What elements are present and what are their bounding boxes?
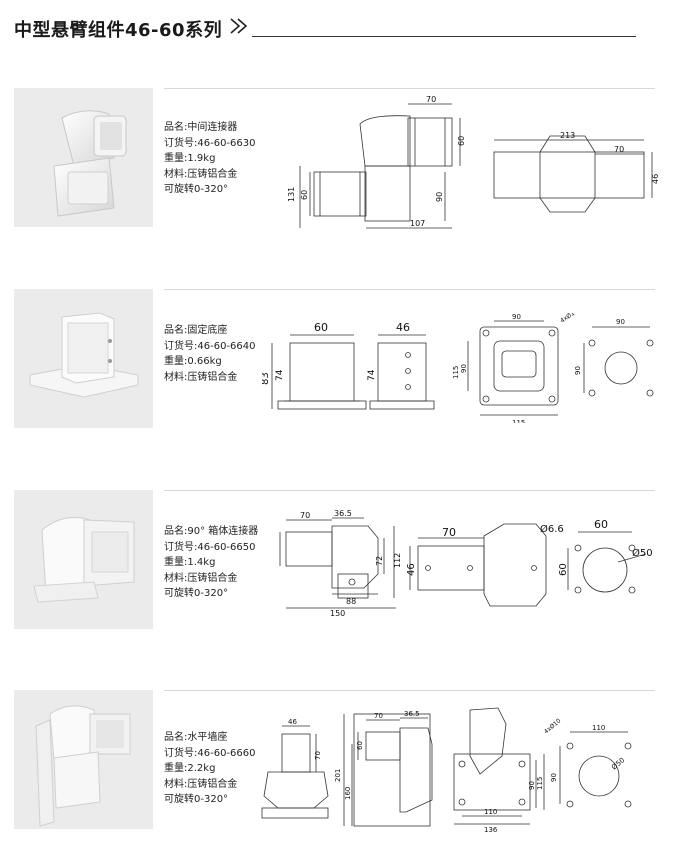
- product-weight: 重量:1.9kg: [164, 153, 216, 164]
- dim-label: 60: [278, 546, 280, 556]
- product-material: 材料:压铸铝合金: [164, 371, 238, 383]
- title-underline: [252, 36, 636, 37]
- dim-label: 70: [314, 751, 322, 760]
- product-section-box-connector: 品名:90° 箱体连接器 订货号:46-60-6650 重量:1.4kg 材料:…: [0, 490, 677, 635]
- product-order-no: 订货号:46-60-6660: [164, 747, 256, 759]
- dim-label: 36.5: [334, 510, 352, 518]
- dim-label: 60: [457, 136, 466, 146]
- dim-label: 60: [558, 563, 569, 576]
- product-specs: 品名:90° 箱体连接器 订货号:46-60-6650 重量:1.4kg 材料:…: [164, 524, 258, 602]
- page-title: 中型悬臂组件46-60系列: [14, 20, 223, 41]
- technical-drawing: 70 60 131 60 90 107 213 70 46: [287, 95, 660, 229]
- dim-label: 83: [262, 372, 271, 385]
- dim-label: 70: [614, 145, 624, 154]
- dim-label: Ø50: [632, 547, 653, 559]
- product-photo: [14, 289, 153, 428]
- dim-label: 115: [452, 366, 460, 379]
- product-weight: 重量:2.2kg: [164, 763, 216, 774]
- section-divider: [164, 289, 655, 290]
- dim-label: 60: [300, 190, 309, 200]
- dim-label: 72: [375, 556, 384, 566]
- dim-label: 90: [574, 366, 582, 375]
- dim-label: 90: [512, 313, 521, 321]
- product-specs: 品名:水平墙座 订货号:46-60-6660 重量:2.2kg 材料:压铸铝合金…: [164, 730, 255, 808]
- dim-label: 110: [484, 808, 497, 816]
- dim-label: 46: [288, 718, 297, 726]
- product-section-wall-mount: 品名:水平墙座 订货号:46-60-6660 重量:2.2kg 材料:压铸铝合金…: [0, 690, 677, 835]
- technical-drawing: 60 83 74 46 74 90 115 90 115 4xØ10.5 90 …: [262, 313, 654, 423]
- dim-label: 88: [346, 597, 356, 606]
- dim-label: 46: [396, 321, 410, 334]
- dim-label: 107: [410, 219, 425, 228]
- product-photo: [14, 690, 153, 829]
- product-material: 材料:压铸铝合金: [164, 572, 238, 584]
- product-photo: [14, 88, 153, 227]
- dim-label: 136: [484, 826, 498, 834]
- dim-label: 4xØ10.5: [559, 313, 584, 325]
- dim-label: 201: [334, 769, 342, 782]
- dim-label: 115: [512, 419, 525, 423]
- dim-label: 160: [344, 787, 352, 800]
- product-specs: 品名:固定底座 订货号:46-60-6640 重量:0.66kg 材料:压铸铝合…: [164, 323, 255, 385]
- product-order-no: 订货号:46-60-6650: [164, 541, 256, 553]
- dim-label: 115: [536, 777, 544, 790]
- section-divider: [164, 88, 655, 89]
- product-name: 品名:水平墙座: [164, 732, 228, 743]
- product-section-base: 品名:固定底座 订货号:46-60-6640 重量:0.66kg 材料:压铸铝合…: [0, 289, 677, 434]
- product-name: 品名:中间连接器: [164, 122, 238, 133]
- product-section-connector: 品名:中间连接器 订货号:46-60-6630 重量:1.9kg 材料:压铸铝合…: [0, 88, 677, 243]
- dim-label: Ø6.6: [540, 523, 564, 535]
- product-order-no: 订货号:46-60-6640: [164, 340, 256, 352]
- product-rotation: 可旋转0-320°: [164, 184, 229, 195]
- double-chevron-icon: [230, 18, 248, 34]
- product-weight: 重量:1.4kg: [164, 557, 216, 568]
- dim-label: 70: [442, 526, 456, 539]
- dim-label: 46: [651, 174, 660, 184]
- dim-label: 70: [300, 511, 310, 520]
- product-specs: 品名:中间连接器 订货号:46-60-6630 重量:1.9kg 材料:压铸铝合…: [164, 120, 255, 198]
- section-divider: [164, 690, 655, 691]
- dim-label: 46: [406, 563, 417, 576]
- product-order-no: 订货号:46-60-6630: [164, 137, 256, 149]
- technical-drawing: 70 36.5 60 72 112 88 150 70 46 Ø6.6 60 6…: [278, 510, 653, 618]
- dim-label: 70: [426, 95, 436, 104]
- dim-label: 90: [460, 364, 468, 373]
- product-material: 材料:压铸铝合金: [164, 168, 238, 180]
- dim-label: 74: [275, 369, 285, 381]
- dim-label: 4xØ10: [543, 717, 563, 735]
- dim-label: 213: [560, 131, 575, 140]
- product-material: 材料:压铸铝合金: [164, 778, 238, 790]
- product-rotation: 可旋转0-320°: [164, 794, 229, 805]
- product-photo: [14, 490, 153, 629]
- product-name: 品名:90° 箱体连接器: [164, 526, 259, 537]
- dim-label: 36.5: [404, 710, 420, 718]
- dim-label: 110: [592, 724, 605, 732]
- dim-label: 60: [314, 321, 328, 334]
- dim-label: 90: [435, 192, 444, 202]
- dim-label: 150: [330, 609, 345, 618]
- product-name: 品名:固定底座: [164, 325, 228, 336]
- dim-label: 131: [287, 187, 296, 202]
- dim-label: 70: [374, 712, 383, 720]
- dim-label: 60: [594, 518, 608, 531]
- dim-label: 90: [550, 773, 558, 782]
- technical-drawing: 46 70 70 36.5 60 201 160 90 115 110 136 …: [261, 707, 632, 834]
- dim-label: 112: [393, 553, 402, 568]
- product-rotation: 可旋转0-320°: [164, 588, 229, 599]
- dim-label: 60: [356, 741, 364, 750]
- dim-label: 74: [367, 369, 377, 381]
- product-weight: 重量:0.66kg: [164, 356, 222, 367]
- dim-label: 90: [616, 318, 625, 326]
- dim-label: 90: [528, 781, 536, 790]
- section-divider: [164, 490, 655, 491]
